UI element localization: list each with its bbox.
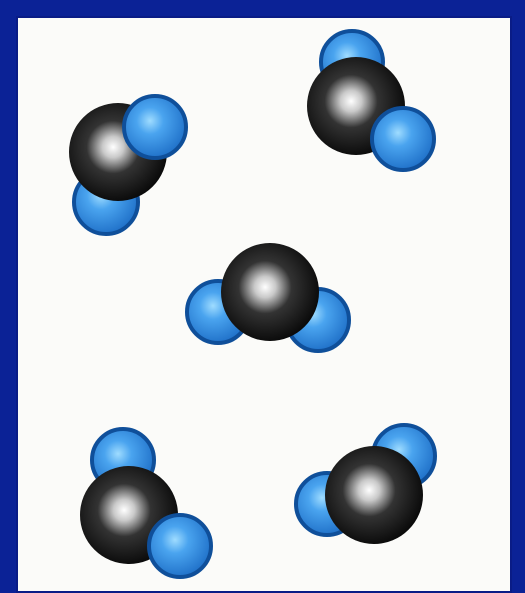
hydrogen-atom-icon bbox=[124, 96, 186, 158]
water-molecule-4 bbox=[80, 429, 211, 577]
hydrogen-atom-icon bbox=[149, 515, 211, 577]
water-molecule-1 bbox=[69, 96, 186, 234]
water-molecule-5 bbox=[296, 425, 435, 544]
water-molecule-2 bbox=[307, 31, 434, 170]
oxygen-atom-icon bbox=[325, 446, 423, 544]
hydrogen-atom-icon bbox=[372, 108, 434, 170]
water-molecule-3 bbox=[187, 243, 349, 351]
oxygen-atom-icon bbox=[221, 243, 319, 341]
